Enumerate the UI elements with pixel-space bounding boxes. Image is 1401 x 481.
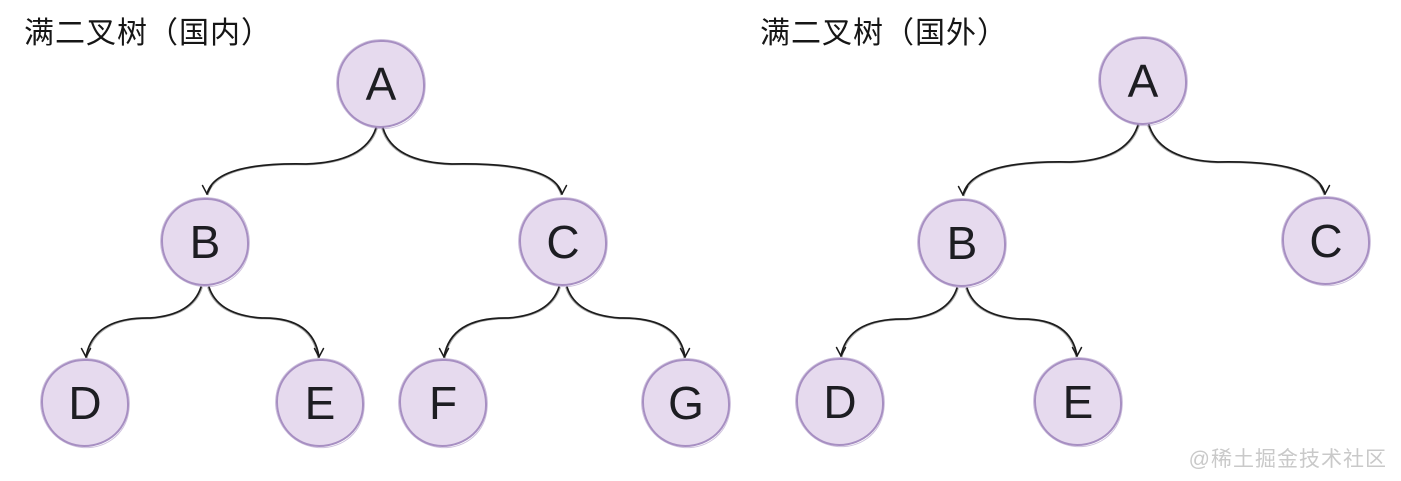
left-tree-node-d: D [41,359,129,447]
left-tree-node-c: C [519,198,607,286]
edge-left-c-g [565,286,691,359]
edge-left-b-d [80,286,203,359]
edge-right-b-d [835,287,959,358]
right-tree-node-b: B [918,199,1006,287]
right-tree-node-d: D [796,358,884,446]
right-tree-node-e: E [1034,358,1122,446]
edge-right-a-b [957,124,1140,197]
edge-right-a-c [1147,124,1331,196]
left-tree-node-g: G [642,359,730,447]
left-tree-title: 满二叉树（国内） [24,17,272,50]
left-tree-node-f: F [399,359,487,447]
edge-left-a-c [381,127,568,196]
edge-left-a-b [201,127,378,196]
right-tree-node-c: C [1282,197,1370,285]
left-tree-node-a: A [337,40,425,128]
edge-right-b-e [965,287,1083,358]
left-tree-node-e: E [276,359,364,447]
edge-left-b-e [207,286,325,359]
watermark: @稀土掘金技术社区 [1188,448,1387,471]
right-tree-node-a: A [1099,37,1187,125]
edge-left-c-f [438,286,561,359]
right-tree-title: 满二叉树（国外） [760,17,1008,50]
left-tree-node-b: B [161,198,249,286]
